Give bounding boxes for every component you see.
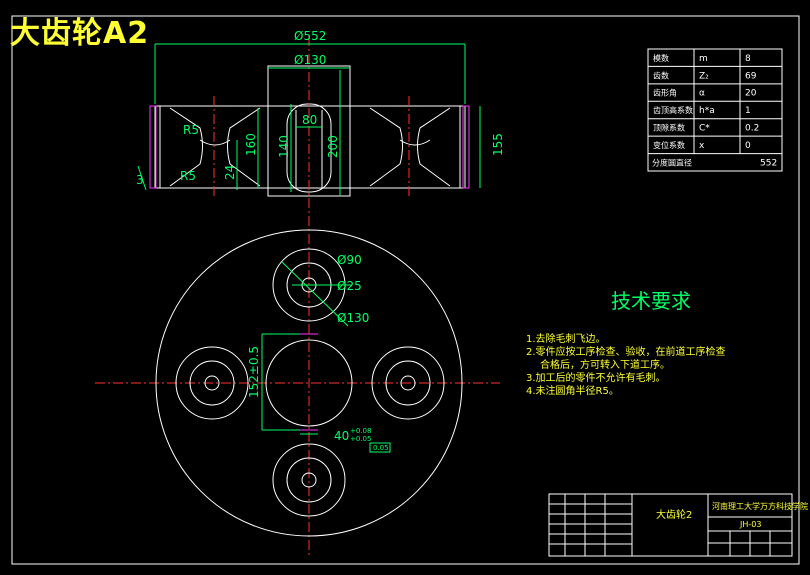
dim-200: 200 [326, 135, 340, 158]
technical-requirements: 技术要求 1.去除毛刺飞边。2.零件应按工序检查、验收，在前道工序检查合格后，方… [526, 289, 726, 397]
dim-r5: R5 [180, 169, 196, 183]
rim-outline [154, 105, 466, 189]
dim-d25: Ø25 [337, 279, 362, 293]
param-cell: 变位系数 [653, 140, 685, 150]
param-cell: m [699, 54, 708, 64]
param-cell: Z₂ [699, 71, 709, 81]
param-cell: x [699, 141, 705, 151]
tech-requirement-line: 1.去除毛刺飞边。 [526, 332, 606, 345]
right-hole-outer [371, 346, 445, 420]
gear-outer-circle [155, 229, 463, 537]
part-name: 大齿轮2 [656, 508, 692, 521]
param-cell: C* [699, 124, 710, 134]
section-view [154, 65, 466, 197]
tolerance-frame [369, 442, 391, 453]
param-cell: 分度圆直径 [652, 157, 692, 167]
hub-circle [265, 339, 353, 427]
dim-r25: R5 [183, 123, 199, 137]
hub-outline [267, 65, 351, 197]
param-cell: 8 [745, 54, 751, 64]
dim-80: 80 [302, 113, 317, 127]
param-cell: 齿形角 [653, 88, 677, 98]
dim-155: 155 [491, 133, 505, 156]
param-cell: 模数 [653, 53, 669, 63]
dimension-texts: Ø552 Ø130 80 140 200 160 155 24 R5 R5 3 … [136, 29, 505, 452]
bottom-hole-outer [272, 443, 346, 517]
dim-140: 140 [277, 135, 291, 158]
param-cell: 20 [745, 89, 757, 99]
drawing-number: JH-03 [739, 520, 761, 529]
left-hole-outer [175, 346, 249, 420]
param-cell: 552 [760, 158, 777, 168]
dim-tol-dn: +0.05 [350, 435, 371, 443]
param-cell: 0 [745, 141, 751, 151]
tech-requirement-line: 4.未注圆角半径R5。 [526, 384, 619, 397]
right-web-pocket [369, 107, 403, 187]
tech-requirement-line: 合格后，方可转入下道工序。 [540, 358, 670, 371]
param-cell: 0.2 [745, 124, 759, 134]
dim-152: 152±0.5 [247, 346, 261, 398]
school-name: 河南理工大学万方科技学院 [712, 501, 808, 511]
param-cell: α [699, 89, 705, 99]
title-block [548, 493, 793, 557]
sheet-border [11, 15, 800, 565]
dim-d90: Ø90 [337, 253, 362, 267]
dim-d130-side: Ø130 [337, 311, 369, 325]
tech-requirement-line: 2.零件应按工序检查、验收，在前道工序检查 [526, 345, 726, 358]
dim-160: 160 [244, 133, 258, 156]
param-cell: 顶隙系数 [653, 123, 685, 133]
dim-d552: Ø552 [294, 29, 326, 43]
tech-heading: 技术要求 [611, 289, 691, 313]
dim-40: 40 [334, 429, 349, 443]
param-cell: h*a [699, 106, 715, 116]
drawing-title: 大齿轮A2 [10, 16, 150, 51]
dim-r3: 3 [136, 173, 144, 187]
param-cell: 1 [745, 106, 751, 116]
tech-requirement-line: 3.加工后的零件不允许有毛刺。 [526, 371, 666, 384]
dimension-lines [137, 43, 481, 435]
param-cell: 齿数 [653, 70, 669, 80]
dim-d130-top: Ø130 [294, 53, 326, 67]
param-cell: 69 [745, 71, 757, 81]
centerlines [95, 36, 500, 555]
dim-box-note: 0.05 [373, 444, 389, 452]
param-cell: 齿顶高系数 [653, 105, 693, 115]
dim-tol-up: +0.08 [350, 427, 371, 435]
gear-parameter-table: 模数 m 8 齿数 Z₂ 69 齿形角 α 20 齿顶高系数 h*a 1 顶隙系数 C* 0.2 变位系数 x 0… [647, 48, 783, 172]
left-web-pocket [169, 107, 203, 187]
dim-24: 24 [223, 165, 237, 180]
